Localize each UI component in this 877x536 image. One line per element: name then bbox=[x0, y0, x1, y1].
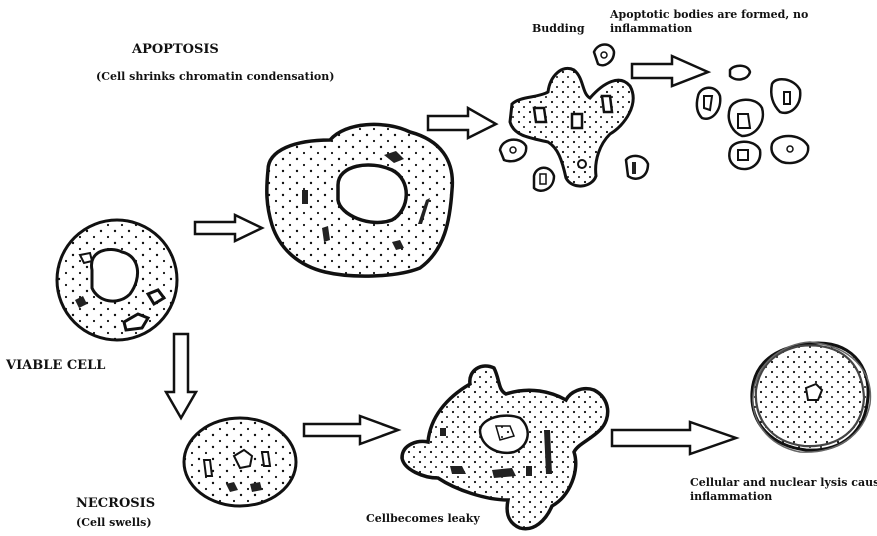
leaky-cell bbox=[402, 366, 608, 529]
arrow-to-apoptotic-bodies bbox=[632, 56, 708, 86]
viable-cell bbox=[57, 220, 177, 340]
budding-label: Budding bbox=[532, 22, 585, 35]
lysis-label-line2: inflammation bbox=[690, 490, 772, 503]
arrow-to-apoptosis bbox=[195, 215, 262, 241]
necrosis-title: NECROSIS bbox=[76, 496, 155, 511]
apoptosis-title: APOPTOSIS bbox=[132, 42, 219, 57]
necrosis-description: (Cell swells) bbox=[76, 516, 152, 529]
arrow-to-lysis bbox=[612, 422, 736, 454]
budding-cell bbox=[500, 45, 648, 191]
swollen-cell bbox=[184, 418, 296, 506]
leaky-cell-label: Cellbecomes leaky bbox=[366, 512, 480, 525]
apoptotic-bodies bbox=[697, 66, 808, 169]
apoptosis-description: (Cell shrinks chromatin condensation) bbox=[96, 70, 334, 83]
apoptotic-bodies-label-line2: inflammation bbox=[610, 22, 692, 35]
apoptotic-bodies-label-line1: Apoptotic bodies are formed, no bbox=[610, 8, 808, 21]
viable-cell-label: VIABLE CELL bbox=[6, 358, 105, 373]
arrow-to-necrosis bbox=[166, 334, 196, 418]
arrow-to-budding bbox=[428, 108, 496, 138]
lysed-cell bbox=[752, 342, 871, 452]
shrunken-cell bbox=[267, 124, 453, 276]
arrow-to-leaky bbox=[304, 416, 398, 444]
lysis-label-line1: Cellular and nuclear lysis causes bbox=[690, 476, 877, 489]
